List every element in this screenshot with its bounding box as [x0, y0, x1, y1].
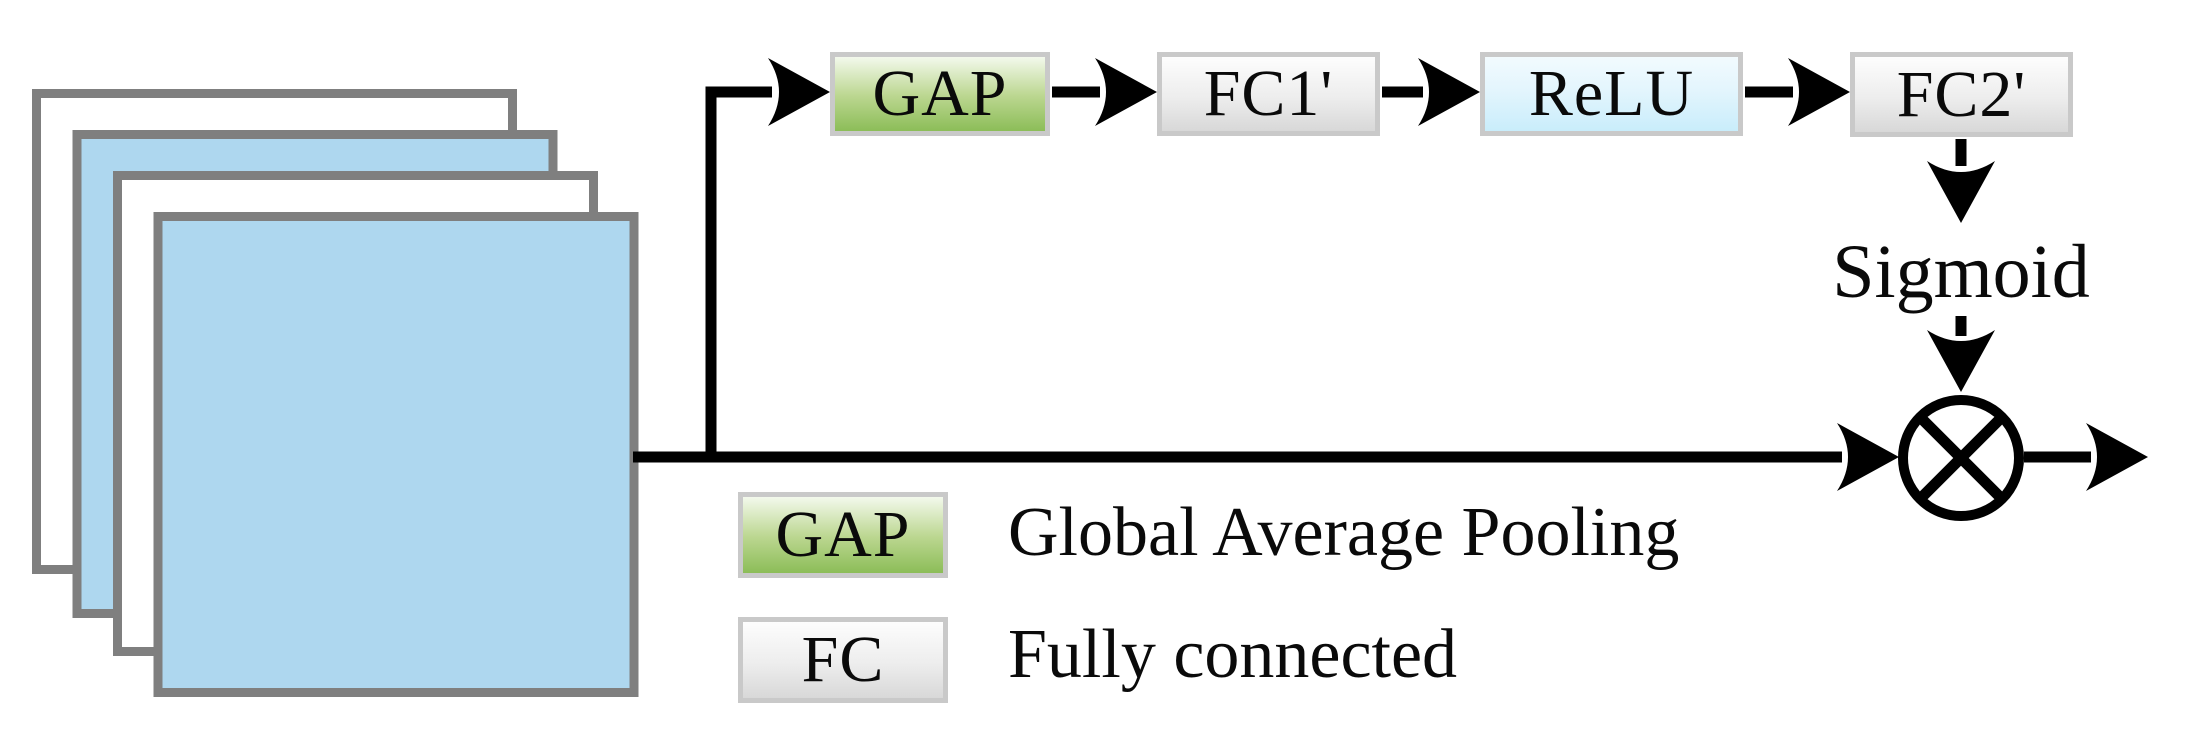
- arrowhead-icon: [1418, 58, 1480, 126]
- legend-gap-key: GAP: [738, 492, 948, 578]
- identity-arrowhead-icon: [1837, 423, 1899, 491]
- output-arrowhead-icon: [2086, 423, 2148, 491]
- arrow-sigmoid-to-multiply: [1927, 316, 1995, 392]
- arrowhead-icon: [1788, 58, 1850, 126]
- arrow-fc1-to-relu: [1382, 58, 1480, 126]
- feature-map-stack: [32, 89, 639, 697]
- sigmoid-label: Sigmoid: [1832, 230, 2090, 314]
- branch-line: [705, 86, 772, 462]
- arrowhead-icon: [1095, 58, 1157, 126]
- arrow-fc2-to-sigmoid: [1927, 139, 1995, 223]
- fc1-node: FC1': [1157, 52, 1380, 136]
- fc2-node: FC2': [1850, 52, 2073, 137]
- legend-fc-description: Fully connected: [1008, 616, 1458, 693]
- legend-fc-key: FC: [738, 617, 948, 703]
- arrowhead-icon: [1927, 330, 1995, 392]
- identity-feature-line: [633, 423, 1899, 491]
- legend-gap-description: Global Average Pooling: [1008, 494, 1680, 571]
- relu-node: ReLU: [1480, 52, 1743, 136]
- arrow-relu-to-fc2: [1745, 58, 1850, 126]
- arrow-gap-to-fc1: [1052, 58, 1157, 126]
- branch-to-gap: [705, 58, 830, 462]
- gap-node: GAP: [830, 52, 1050, 136]
- multiply-circle-times-icon: [1898, 395, 2024, 521]
- branch-arrowhead-icon: [768, 58, 830, 126]
- output-arrow: [2024, 423, 2148, 491]
- arrowhead-icon: [1927, 161, 1995, 223]
- multiply-diagonal-2: [1919, 416, 2003, 500]
- feature-map-layer-4: [153, 212, 639, 697]
